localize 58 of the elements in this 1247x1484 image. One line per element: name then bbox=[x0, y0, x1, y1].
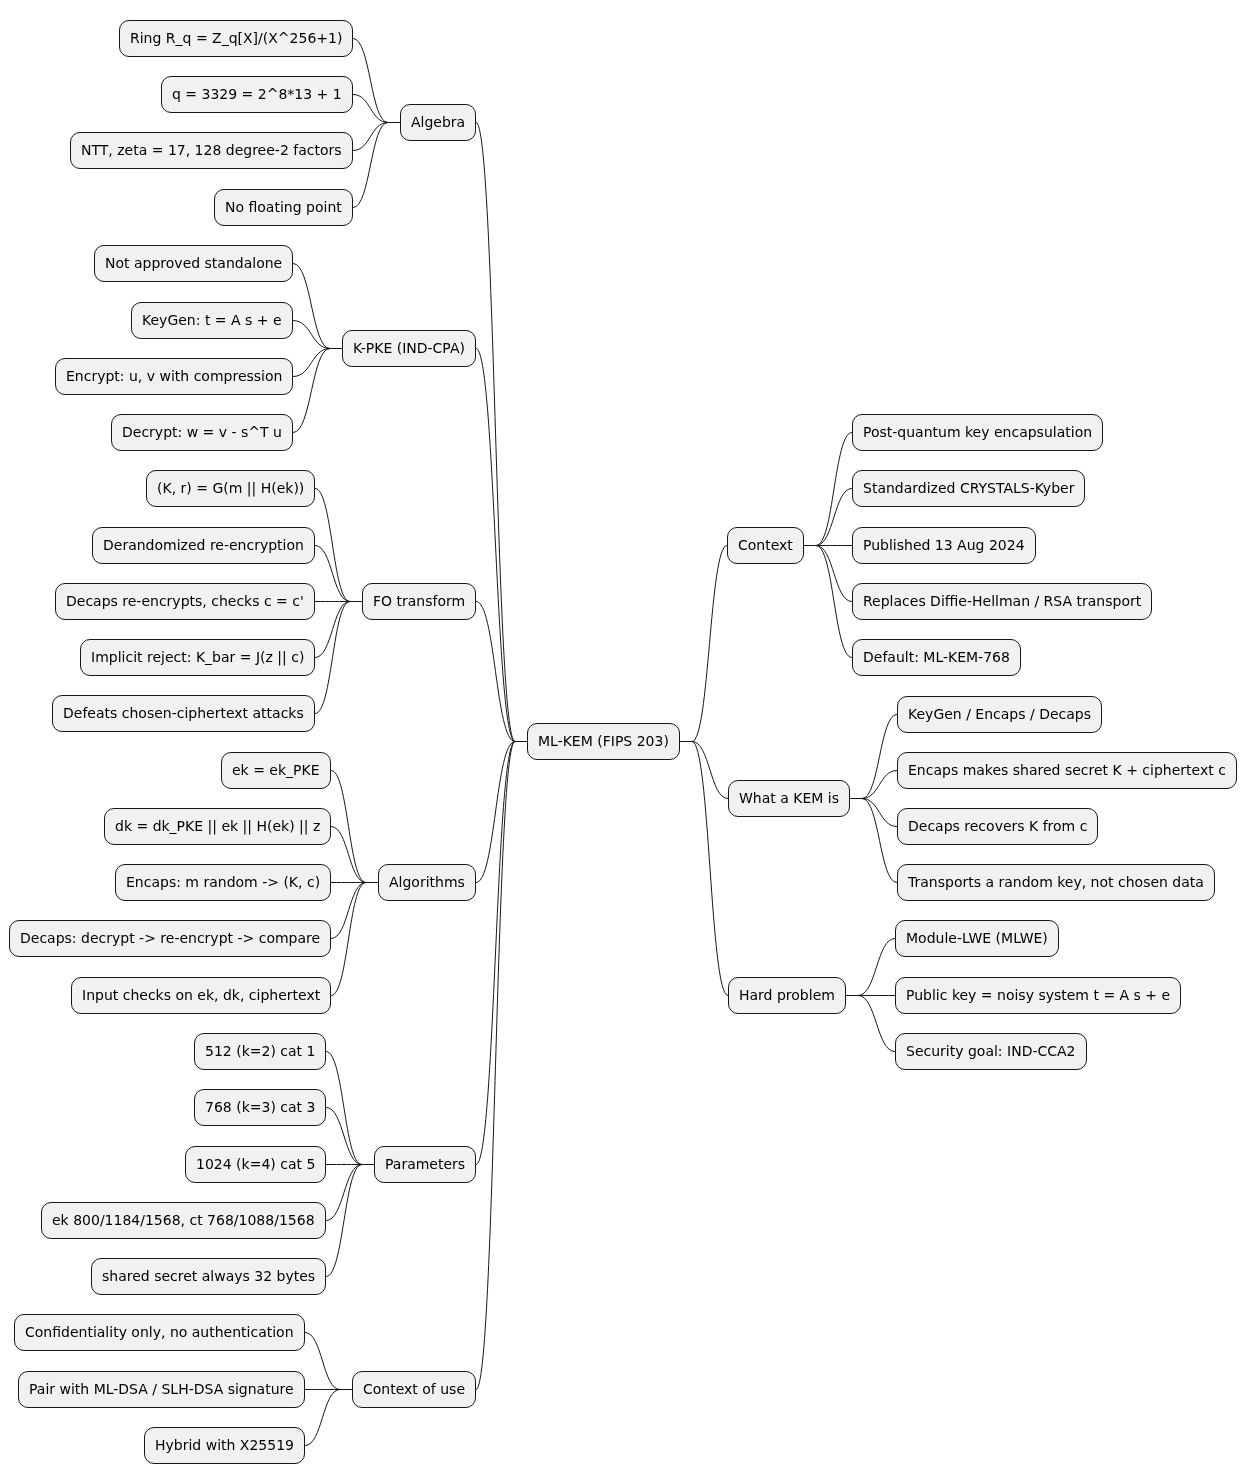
topic-box: Parameters bbox=[374, 1146, 477, 1183]
topic-box: Decaps recovers K from c bbox=[897, 808, 1099, 845]
topic-box: K-PKE (IND-CPA) bbox=[342, 330, 476, 367]
connector-line bbox=[330, 882, 379, 996]
topic-box: Defeats chosen-ciphertext attacks bbox=[52, 695, 315, 732]
topic-box: NTT, zeta = 17, 128 degree-2 factors bbox=[70, 132, 353, 169]
topic-box: KeyGen / Encaps / Decaps bbox=[897, 696, 1102, 733]
topic-box: shared secret always 32 bytes bbox=[91, 1258, 327, 1295]
topic-box: Published 13 Aug 2024 bbox=[852, 527, 1036, 564]
topic-box: Implicit reject: K_bar = J(z || c) bbox=[80, 639, 316, 676]
connector-line bbox=[849, 798, 898, 883]
topic-box: (K, r) = G(m || H(ek)) bbox=[146, 470, 316, 507]
topic-box: Replaces Diffie-Hellman / RSA transport bbox=[852, 583, 1153, 620]
topic-box: Algorithms bbox=[378, 864, 476, 901]
topic-box: Derandomized re-encryption bbox=[92, 527, 315, 564]
topic-box: No floating point bbox=[214, 189, 353, 226]
connector-line bbox=[845, 995, 896, 1052]
topic-box: Decaps: decrypt -> re-encrypt -> compare bbox=[9, 920, 332, 957]
topic-box: Decrypt: w = v - s^T u bbox=[111, 414, 293, 451]
topic-box: Public key = noisy system t = A s + e bbox=[895, 977, 1182, 1014]
topic-box: Ring R_q = Z_q[X]/(X^256+1) bbox=[119, 20, 354, 57]
topic-box: Context of use bbox=[352, 1371, 477, 1408]
topic-box: Algebra bbox=[400, 104, 477, 141]
topic-box: Default: ML-KEM-768 bbox=[852, 639, 1021, 676]
connector-line bbox=[352, 122, 401, 208]
topic-box: Transports a random key, not chosen data bbox=[897, 864, 1215, 901]
topic-box: Standardized CRYSTALS-Kyber bbox=[852, 470, 1086, 507]
root-topic-box: ML-KEM (FIPS 203) bbox=[527, 723, 680, 760]
topic-box: Not approved standalone bbox=[94, 245, 294, 282]
topic-box: Hybrid with X25519 bbox=[144, 1427, 305, 1464]
connector-line bbox=[314, 601, 363, 714]
topic-box: What a KEM is bbox=[728, 780, 850, 817]
topic-box: ek 800/1184/1568, ct 768/1088/1568 bbox=[41, 1202, 326, 1239]
topic-box: Confidentiality only, no authentication bbox=[14, 1314, 305, 1351]
connector-line bbox=[292, 348, 343, 433]
topic-box: Security goal: IND-CCA2 bbox=[895, 1033, 1087, 1070]
topic-box: Input checks on ek, dk, ciphertext bbox=[71, 977, 332, 1014]
topic-box: KeyGen: t = A s + e bbox=[131, 302, 293, 339]
topic-box: Post-quantum key encapsulation bbox=[852, 414, 1104, 451]
topic-box: Pair with ML-DSA / SLH-DSA signature bbox=[18, 1371, 305, 1408]
connector-line bbox=[304, 1389, 353, 1446]
topic-box: Encrypt: u, v with compression bbox=[55, 358, 294, 395]
topic-box: dk = dk_PKE || ek || H(ek) || z bbox=[104, 808, 332, 845]
topic-box: Encaps makes shared secret K + ciphertext c bbox=[897, 752, 1237, 789]
connector-line bbox=[679, 741, 729, 996]
topic-box: 1024 (k=4) cat 5 bbox=[185, 1146, 327, 1183]
topic-box: FO transform bbox=[362, 583, 477, 620]
topic-box: Hard problem bbox=[728, 977, 846, 1014]
connector-line bbox=[803, 545, 853, 658]
topic-box: ek = ek_PKE bbox=[221, 752, 331, 789]
topic-box: Encaps: m random -> (K, c) bbox=[115, 864, 332, 901]
topic-box: 768 (k=3) cat 3 bbox=[194, 1089, 327, 1126]
topic-box: q = 3329 = 2^8*13 + 1 bbox=[161, 76, 353, 113]
topic-box: 512 (k=2) cat 1 bbox=[194, 1033, 327, 1070]
connector-line bbox=[325, 1164, 375, 1277]
topic-box: Context bbox=[727, 527, 804, 564]
topic-box: Decaps re-encrypts, checks c = c' bbox=[55, 583, 315, 620]
topic-box: Module-LWE (MLWE) bbox=[895, 920, 1059, 957]
